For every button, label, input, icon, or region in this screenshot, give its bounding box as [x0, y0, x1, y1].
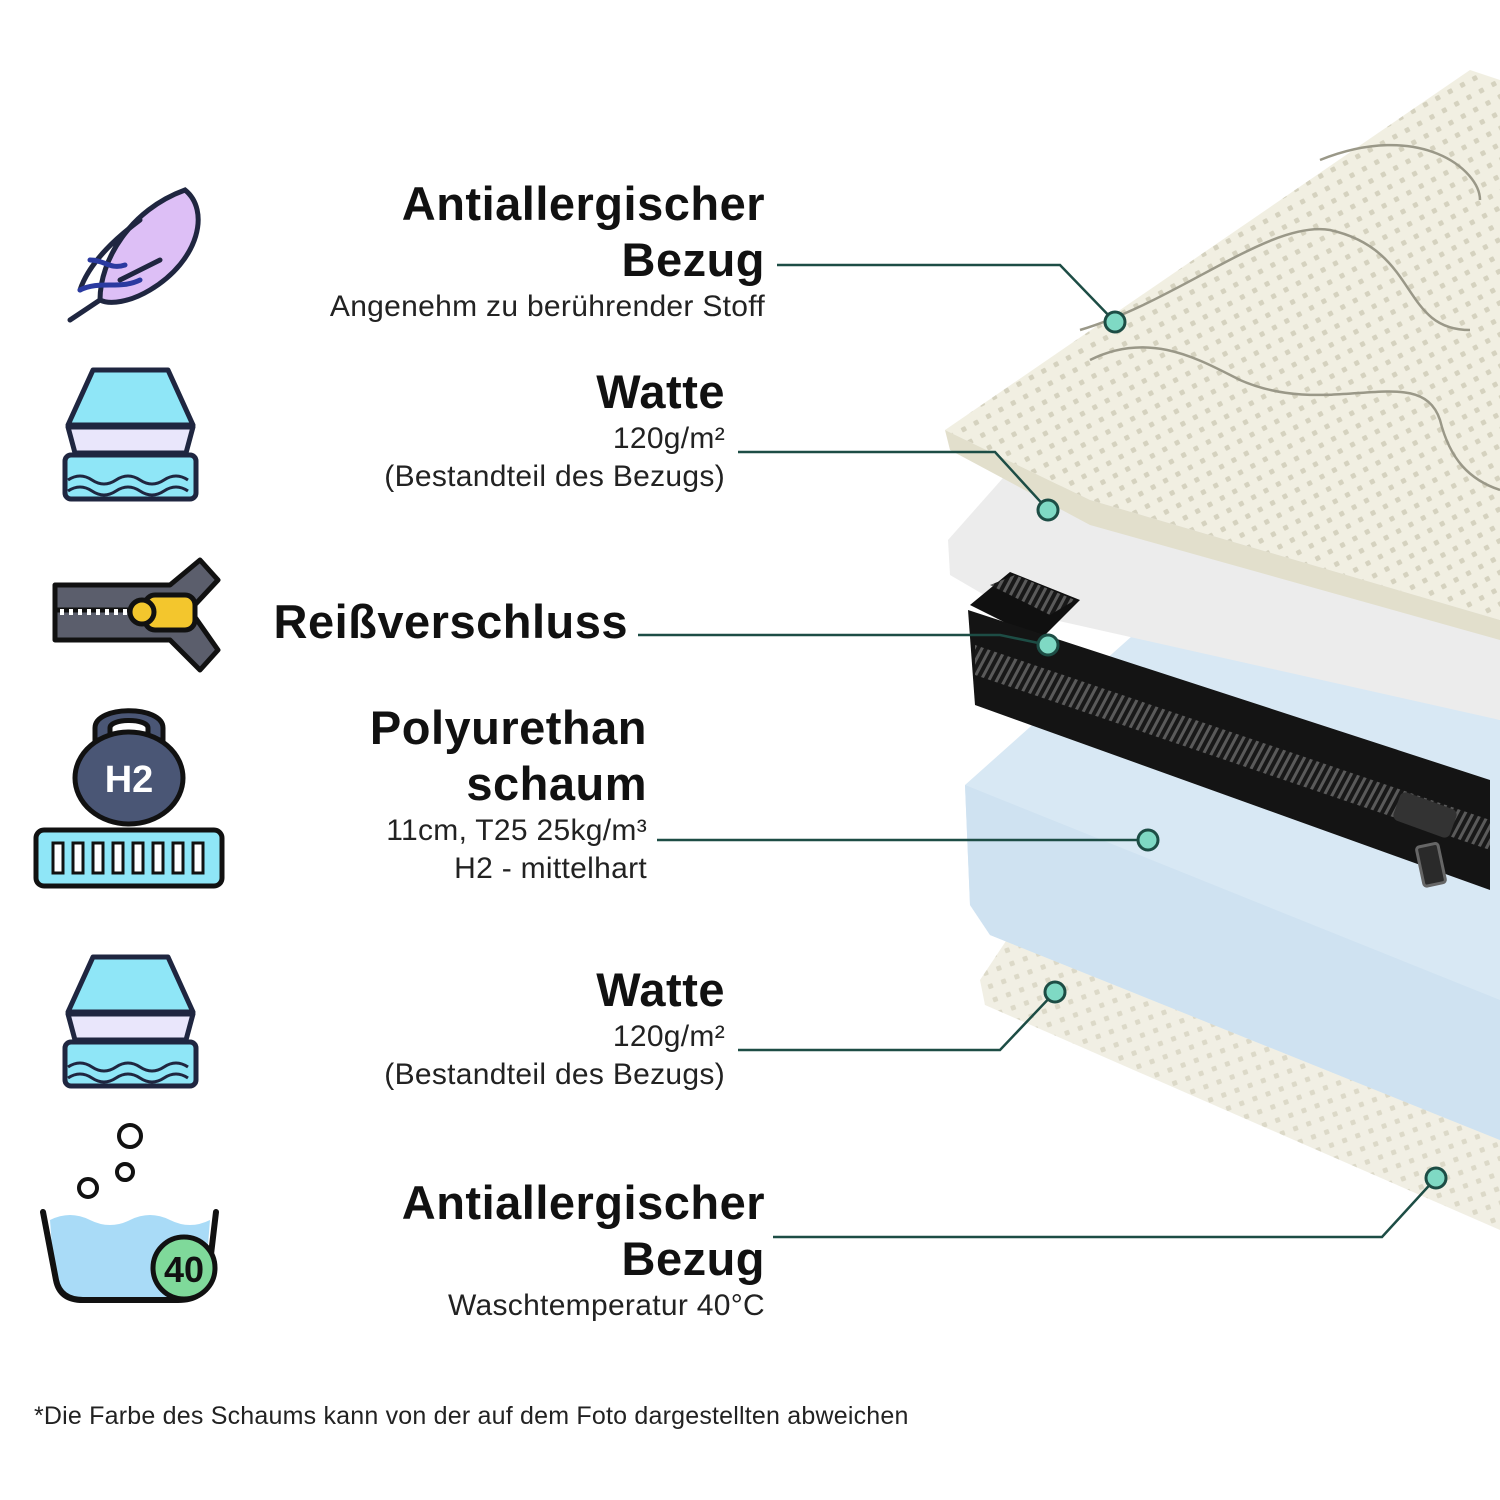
layer-detail: Angenehm zu berührender Stoff: [329, 290, 765, 323]
layers-icon: [62, 954, 199, 1089]
bottom-cover-layer: [980, 935, 1500, 1230]
layer-detail: Waschtemperatur 40°C: [447, 1289, 765, 1322]
layer-title: schaum: [466, 757, 647, 810]
layer-detail: 11cm, T25 25kg/m³: [386, 814, 647, 847]
zipper: [968, 572, 1490, 890]
layer-title: Reißverschluss: [273, 595, 628, 648]
layer-title: Antiallergischer: [401, 177, 765, 230]
layer-title: Antiallergischer: [401, 1176, 765, 1229]
layer-detail: 120g/m²: [612, 422, 725, 455]
layer-title: Polyurethan: [369, 701, 647, 754]
layers-icon: [62, 367, 199, 502]
layer-label-bottom-cover: Antiallergischer Bezug Waschtemperatur 4…: [402, 1175, 765, 1325]
layer-label-foam: Polyurethan schaum 11cm, T25 25kg/m³ H2 …: [370, 700, 647, 888]
washing-40-icon: 40: [40, 1123, 219, 1303]
h2-badge-text: H2: [105, 759, 154, 801]
marker-dot-6: [1424, 1166, 1448, 1190]
layer-detail: (Bestandteil des Bezugs): [384, 460, 725, 493]
layer-label-top-cover: Antiallergischer Bezug Angenehm zu berüh…: [330, 176, 765, 326]
marker-dot-1: [1103, 310, 1127, 334]
leader-line-1: [777, 263, 1116, 323]
layer-label-wadding-bottom: Watte 120g/m² (Bestandteil des Bezugs): [384, 962, 725, 1094]
leader-line-6: [773, 1177, 1437, 1239]
layer-title: Bezug: [621, 1232, 765, 1285]
marker-dot-2: [1036, 498, 1060, 522]
wadding-layer: [948, 470, 1500, 720]
wash-temp-badge-text: 40: [164, 1249, 204, 1290]
footnote: *Die Farbe des Schaums kann von der auf …: [34, 1402, 909, 1430]
h2-kettlebell-icon: H2: [33, 708, 225, 889]
marker-dot-4: [1136, 828, 1160, 852]
layer-detail: H2 - mittelhart: [454, 852, 647, 885]
feather-icon: [67, 187, 201, 323]
layer-label-wadding-top: Watte 120g/m² (Bestandteil des Bezugs): [384, 364, 725, 496]
leader-line-2: [738, 450, 1049, 511]
layer-title: Bezug: [621, 233, 765, 286]
layer-title: Watte: [596, 365, 725, 418]
marker-dot-3: [1036, 633, 1060, 657]
marker-dot-5: [1043, 980, 1067, 1004]
layer-detail: 120g/m²: [612, 1020, 725, 1053]
leader-line-5: [738, 991, 1056, 1052]
layer-title: Watte: [596, 963, 725, 1016]
layer-detail: (Bestandteil des Bezugs): [384, 1058, 725, 1091]
top-cover-layer: [945, 70, 1500, 640]
leader-line-3: [638, 633, 1049, 647]
zipper-icon: [52, 557, 221, 673]
layer-label-zipper: Reißverschluss: [274, 594, 628, 650]
